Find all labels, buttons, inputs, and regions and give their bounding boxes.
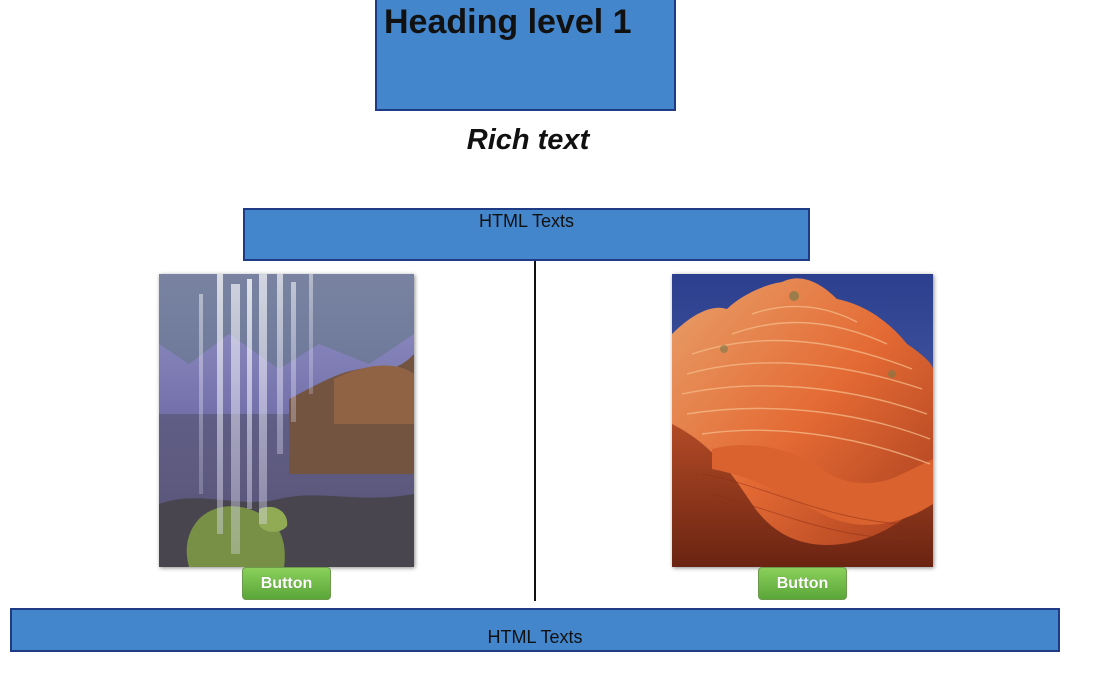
canyon-image (672, 274, 933, 567)
waterfall-photo-icon (159, 274, 414, 567)
heading-level-1: Heading level 1 (384, 3, 632, 41)
vertical-divider (534, 261, 536, 601)
left-button[interactable]: Button (242, 567, 331, 600)
canyon-rock-photo-icon (672, 274, 933, 567)
html-texts-top: HTML Texts (243, 208, 810, 261)
heading-panel: Heading level 1 (375, 0, 676, 111)
rich-text: Rich text (466, 124, 590, 156)
waterfall-image (159, 274, 414, 567)
html-texts-bottom: HTML Texts (10, 608, 1060, 652)
right-button[interactable]: Button (758, 567, 847, 600)
